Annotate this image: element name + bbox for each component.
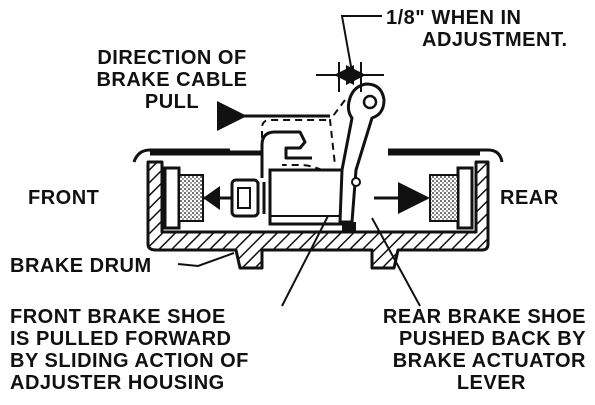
adjuster-housing (230, 168, 344, 226)
cable-pull-label-line2: BRAKE CABLE (96, 69, 248, 91)
front-brake-shoe-label: FRONT BRAKE SHOE IS PULLED FORWARD BY SL… (10, 306, 249, 394)
rear-shoe-label-line1: REAR BRAKE SHOE (382, 306, 586, 328)
cable-pull-label: DIRECTION OF BRAKE CABLE PULL (72, 47, 272, 113)
front-shoe-label-line2: IS PULLED FORWARD (10, 328, 232, 350)
adjustment-gap-label-line1: 1/8" WHEN IN (386, 7, 522, 29)
front-shoe-label-line4: ADJUSTER HOUSING (10, 372, 225, 394)
leader-lines (177, 215, 421, 307)
backing-plate (132, 148, 504, 163)
cable-bracket (260, 130, 312, 178)
front-brake-shoe (163, 166, 232, 230)
rear-shoe-label-line2: PUSHED BACK BY (398, 328, 586, 350)
adjustment-gap-label: 1/8" WHEN IN ADJUSTMENT. (386, 7, 568, 51)
front-label: FRONT (28, 187, 100, 209)
adjustment-gap-dimension (316, 15, 384, 92)
rear-brake-shoe (374, 166, 474, 230)
brake-actuator-lever (338, 82, 386, 232)
cable-pull-label-line1: DIRECTION OF (97, 47, 247, 69)
adjustment-gap-label-line2: ADJUSTMENT. (422, 29, 568, 51)
brake-drum-label: BRAKE DRUM (10, 255, 152, 277)
cable-pull-dashed-outline (261, 99, 346, 171)
cable-pull-label-line3: PULL (144, 91, 200, 113)
front-shoe-label-line3: BY SLIDING ACTION OF (10, 350, 249, 372)
front-shoe-label-line1: FRONT BRAKE SHOE (10, 306, 226, 328)
rear-brake-shoe-label: REAR BRAKE SHOE PUSHED BACK BY BRAKE ACT… (350, 306, 586, 394)
rear-shoe-label-line4: LEVER (456, 372, 526, 394)
rear-shoe-label-line3: BRAKE ACTUATOR (392, 350, 586, 372)
rear-label: REAR (500, 187, 559, 209)
